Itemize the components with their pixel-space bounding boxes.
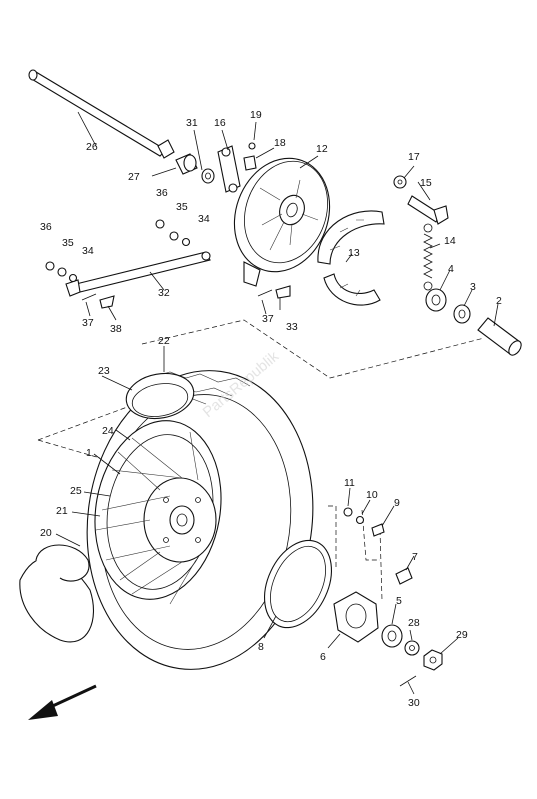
nut-washer-cotter-right <box>155 219 291 299</box>
guide-line-right <box>328 505 383 601</box>
part-label-9: 9 <box>394 497 400 509</box>
part-label-23: 23 <box>98 365 110 377</box>
part-label-32: 32 <box>158 287 170 299</box>
part-label-36-left: 36 <box>40 221 52 233</box>
part-label-14: 14 <box>444 235 456 247</box>
bearing-part-5 <box>381 624 403 648</box>
part-label-21: 21 <box>56 505 68 517</box>
part-label-33: 33 <box>286 321 298 333</box>
part-label-11: 11 <box>344 477 355 489</box>
oil-seal-part-3 <box>453 304 471 324</box>
part-label-8: 8 <box>258 641 264 653</box>
part-label-35-left: 35 <box>62 237 74 249</box>
part-label-37-left: 37 <box>82 317 94 329</box>
part-label-12: 12 <box>316 143 328 155</box>
part-label-34-right: 34 <box>198 213 210 225</box>
part-label-30: 30 <box>408 697 420 709</box>
part-label-24: 24 <box>102 425 114 437</box>
tension-bar-part-32 <box>65 251 211 297</box>
part-label-28: 28 <box>408 617 420 629</box>
nut-part-11 <box>343 507 353 517</box>
clutch-hub-part-6 <box>333 591 379 643</box>
nut-part-29 <box>423 649 443 671</box>
part-label-27: 27 <box>128 171 140 183</box>
part-label-1: 1 <box>86 447 92 459</box>
part-label-22: 22 <box>158 335 170 347</box>
part-label-18: 18 <box>274 137 286 149</box>
washer-part-28 <box>404 640 420 656</box>
part-label-10: 10 <box>366 489 378 501</box>
axle-part-26 <box>28 69 175 159</box>
cam-part-15 <box>407 195 449 225</box>
part-label-2: 2 <box>496 295 502 307</box>
inner-tube-part-20 <box>35 544 90 582</box>
collar-part-2 <box>477 317 522 356</box>
leader-lines <box>55 111 499 695</box>
bearing-part-4 <box>425 288 447 312</box>
part-label-36-right: 36 <box>156 187 168 199</box>
damper-ring-part-8 <box>264 539 332 629</box>
part-label-31: 31 <box>186 117 198 129</box>
washer-part-17 <box>393 175 407 189</box>
part-label-17: 17 <box>408 151 420 163</box>
part-label-3: 3 <box>470 281 476 293</box>
part-label-29: 29 <box>456 629 468 641</box>
brake-shoe-part-13 <box>317 210 385 306</box>
part-label-35-right: 35 <box>176 201 188 213</box>
part-label-6: 6 <box>320 651 326 663</box>
part-label-25: 25 <box>70 485 82 497</box>
part-label-26: 26 <box>86 141 98 153</box>
rim-band-part-23 <box>125 372 195 420</box>
guide-line-upper <box>141 319 485 379</box>
part-labels: 26 27 31 16 19 18 12 17 15 14 13 4 3 2 3… <box>40 109 502 709</box>
wheel-part-1 <box>94 420 222 605</box>
part-label-5: 5 <box>396 595 402 607</box>
part-label-7: 7 <box>412 551 418 563</box>
collar-part-27 <box>175 153 215 184</box>
part-label-13: 13 <box>348 247 360 259</box>
nut-washer-cotter-left <box>45 261 115 309</box>
cotter-pin-part-30 <box>399 675 417 687</box>
bolt-part-7 <box>395 567 413 585</box>
part-label-15: 15 <box>420 177 432 189</box>
part-label-38: 38 <box>110 323 122 335</box>
nut-part-10 <box>355 515 365 525</box>
brake-plate-part-12 <box>233 157 331 287</box>
part-label-37-right: 37 <box>262 313 274 325</box>
spring-part-14 <box>423 223 433 291</box>
part-label-34-left: 34 <box>82 245 94 257</box>
bolt-part-9 <box>371 523 385 537</box>
part-label-16: 16 <box>214 117 226 129</box>
part-label-4: 4 <box>448 263 454 275</box>
part-label-19: 19 <box>250 109 262 121</box>
torque-link-part-16 <box>217 142 257 193</box>
forward-direction-arrow <box>28 684 97 720</box>
part-label-20: 20 <box>40 527 52 539</box>
